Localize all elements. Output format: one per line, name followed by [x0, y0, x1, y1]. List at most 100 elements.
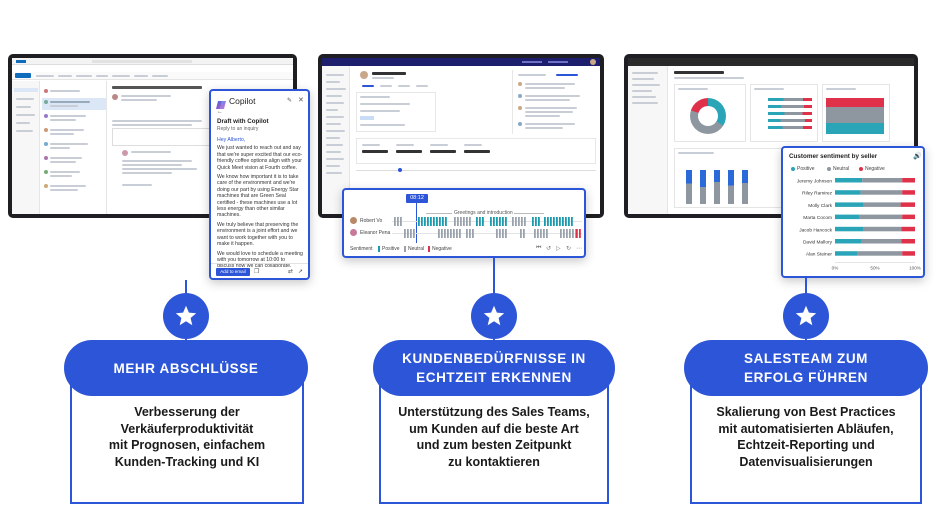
analytics-topbar — [628, 58, 914, 66]
speaker-name-1: Robert Vo — [360, 218, 383, 224]
sentiment-legend-label: Sentiment — [350, 246, 373, 252]
benefit-description-line: Skalierung von Best Practices — [716, 405, 896, 419]
speed-icon[interactable]: ⋯ — [576, 246, 582, 252]
playhead[interactable] — [416, 203, 417, 243]
waveform-bar — [463, 217, 465, 226]
back-10-icon[interactable]: ↺ — [546, 246, 552, 252]
x-tick-label: 50% — [870, 265, 879, 270]
waveform-bar — [505, 217, 507, 226]
waveform-bar — [560, 229, 562, 238]
waveform-bar — [499, 229, 501, 238]
waveform-bar — [572, 229, 574, 238]
waveform-bar — [453, 229, 455, 238]
bar-segment-negative — [900, 202, 915, 207]
bar-segment-neutral — [861, 239, 902, 244]
waveform-bar — [438, 229, 440, 238]
star-icon — [163, 293, 209, 339]
x-tick-label: 0% — [832, 265, 839, 270]
legend-negative: Negative — [432, 246, 452, 252]
waveform-bar — [512, 217, 514, 226]
seller-legend-neutral: Neutral — [833, 166, 850, 172]
waveform-bar — [445, 217, 447, 226]
bar-segment-positive — [835, 226, 863, 232]
star-icon — [471, 293, 517, 339]
waveform-bar — [479, 217, 481, 226]
waveform-bar — [441, 229, 443, 238]
section-bracket — [426, 213, 452, 214]
mail-item-selected[interactable] — [42, 98, 106, 110]
time-marker: 08:12 — [406, 194, 428, 203]
waveform-bar — [562, 217, 564, 226]
seller-label: Molly Clark — [808, 203, 832, 209]
pin-icon[interactable]: ✎ — [287, 98, 293, 104]
legend-swatch-negative — [428, 246, 430, 252]
waveform-bar — [482, 217, 484, 226]
settings-icon[interactable]: ⇄ — [288, 269, 294, 275]
bar-segment-negative — [902, 178, 915, 183]
waveform-bar — [546, 229, 548, 238]
speaker-avatar-2 — [350, 229, 357, 236]
copilot-icon — [216, 97, 226, 109]
inbox-folder[interactable] — [14, 88, 38, 92]
waveform-bar — [469, 217, 471, 226]
dynamics-topbar — [322, 58, 600, 66]
benefit-description-line: Verkäuferproduktivität — [120, 421, 254, 436]
seller-label: Riley Ramirez — [802, 191, 832, 197]
rewind-icon[interactable]: ⏮ — [536, 245, 542, 251]
paragraph-3: We truly believe that preserving the env… — [217, 221, 299, 248]
benefit-description-line: um Kunden auf die beste Art — [409, 421, 579, 436]
benefit-title-line: MEHR ABSCHLÜSSE — [113, 360, 259, 376]
legend-dot-neutral — [827, 167, 831, 171]
connector-line-1 — [185, 280, 187, 293]
waveform-bar — [410, 229, 412, 238]
waveform-bar — [547, 217, 549, 226]
back-icon[interactable]: ← — [217, 109, 223, 115]
new-mail-button[interactable] — [15, 73, 31, 78]
forward-10-icon[interactable]: ↻ — [566, 246, 572, 252]
paragraph-1: We just wanted to reach out and say that… — [217, 145, 303, 171]
benefit-description-line: Echtzeit-Reporting und — [737, 438, 875, 452]
benefit-title-line: ECHTZEIT ERKENNEN — [416, 370, 572, 385]
send-icon[interactable]: ➚ — [298, 269, 304, 275]
waveform-bar — [466, 217, 468, 226]
copy-icon[interactable]: ❐ — [254, 269, 260, 275]
speaker-volume-icon[interactable]: 🔊 — [913, 153, 922, 160]
waveform-bar — [496, 217, 498, 226]
waveform-bar — [427, 217, 429, 226]
benefit-description-line: und zum besten Zeitpunkt — [416, 438, 572, 452]
search-box[interactable] — [92, 60, 192, 63]
paragraph-4: We would love to schedule a meeting with… — [217, 250, 303, 270]
legend-positive: Positive — [382, 246, 400, 252]
waveform-bar — [424, 217, 426, 226]
bar-segment-neutral — [863, 226, 902, 232]
waveform-bar — [568, 217, 570, 226]
waveform-bar — [397, 217, 399, 226]
mail-list — [41, 81, 107, 214]
benefit-description-line: Kunden-Tracking und KI — [114, 454, 260, 469]
draft-body: Hey Alberto, We just wanted to reach out… — [217, 137, 303, 270]
benefit-description-line: Verbesserung der — [134, 405, 240, 419]
benefit-description-line: zu kontaktieren — [448, 454, 540, 469]
copilot-panel: Copilot ✎ ✕ ← Draft with Copilot Reply t… — [209, 89, 310, 280]
bar-segment-positive — [835, 251, 858, 256]
legend-dot-negative — [859, 167, 863, 171]
waveform-bar — [442, 217, 444, 226]
play-icon[interactable]: ▷ — [556, 246, 561, 252]
waveform-bar — [454, 217, 456, 226]
waveform-bar — [550, 217, 552, 226]
close-icon[interactable]: ✕ — [298, 97, 304, 104]
draft-subtitle: Reply to an inquiry — [217, 126, 259, 132]
waveform-bar — [523, 229, 525, 238]
legend-neutral: Neutral — [408, 246, 425, 252]
benefit-box-customer-needs — [379, 378, 609, 504]
waveform-bar — [502, 229, 504, 238]
bar-segment-negative — [901, 239, 915, 244]
benefit-description-line: Datenvisualisierungen — [739, 454, 873, 469]
add-to-email-button[interactable]: Add to email — [216, 268, 250, 276]
benefit-box-sales-team — [690, 378, 922, 504]
seller-label: Alan Steiner — [806, 252, 833, 258]
waveform-bar — [413, 229, 415, 238]
benefit-description-line: Unterstützung des Sales Teams, — [398, 405, 590, 419]
speaker-avatar-1 — [350, 217, 357, 224]
